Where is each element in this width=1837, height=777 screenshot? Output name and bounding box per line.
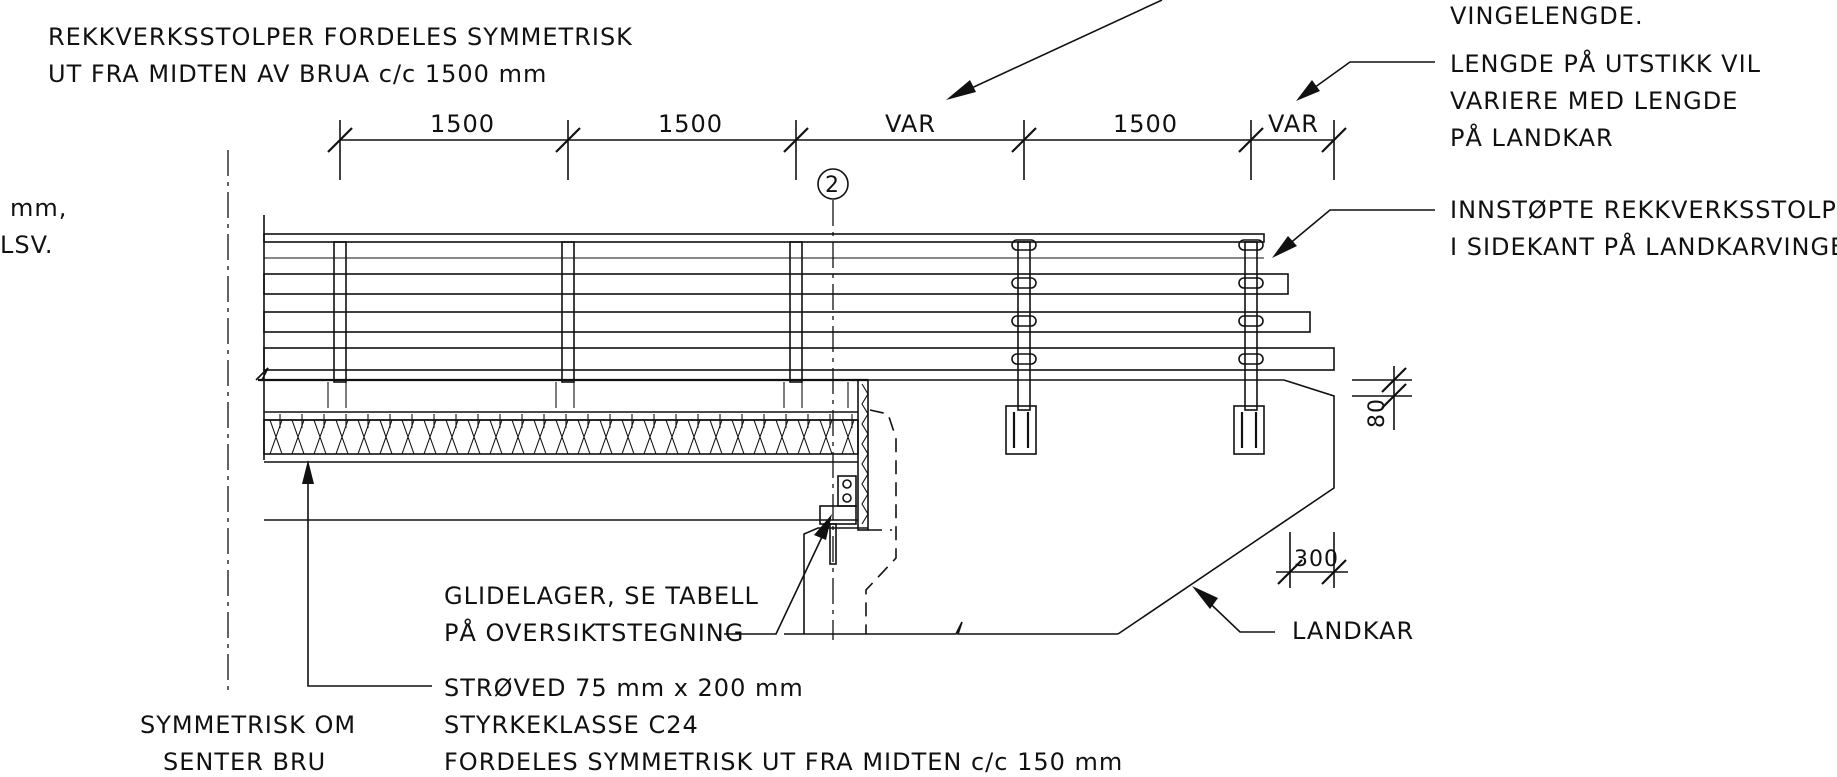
dim-1500-b: 1500 [658,110,723,138]
deck-planks [269,419,855,455]
note-deck-line2: STYRKEKLASSE C24 [444,711,699,739]
dim-80: 80 [1365,398,1390,428]
note-cast-posts-line1: INNSTØPTE REKKVERKSSTOLPER [1450,196,1837,224]
note-vinge-top: VINGELENGDE. [1450,2,1644,30]
section-marker: 2 [817,168,849,640]
note-overhang-line1: LENGDE PÅ UTSTIKK VIL [1450,49,1761,78]
note-deck-line3: FORDELES SYMMETRISK UT FRA MIDTEN c/c 15… [444,748,1123,776]
dim-1500-a: 1500 [430,110,495,138]
note-bearing-line2: PÅ OVERSIKTSTEGNING [444,618,744,647]
note-cut-left-line2: LSV. [0,231,54,259]
dimension-chain: 1500 1500 VAR 1500 VAR [327,110,1347,180]
note-cast-posts-line2: I SIDEKANT PÅ LANDKARVINGER [1450,232,1837,261]
dim-300: 300 [1294,547,1339,572]
leader-lines [302,0,1435,687]
note-post-spacing-line1: REKKVERKSSTOLPER FORDELES SYMMETRISK [48,23,633,51]
note-symmetry-line2: SENTER BRU [163,748,326,776]
bearing [819,475,857,565]
note-deck-line1: STRØVED 75 mm x 200 mm [444,674,804,702]
note-overhang-line2: VARIERE MED LENGDE [1450,87,1738,115]
handrail [263,215,1335,460]
section-number: 2 [825,173,840,198]
side-dimensions: 80 300 [1276,366,1412,588]
note-symmetry-line1: SYMMETRISK OM [140,711,356,739]
dim-1500-c: 1500 [1113,110,1178,138]
dim-var-b: VAR [1268,110,1319,138]
abutment [784,379,1335,635]
bridge-posts [333,241,803,383]
note-abutment: LANDKAR [1292,617,1414,645]
deck-arrows [279,382,853,428]
abutment-posts [1005,239,1265,455]
dim-var-a: VAR [885,110,936,138]
note-bearing-line1: GLIDELAGER, SE TABELL [444,582,759,610]
note-cut-left-line1: mm, [10,194,67,222]
note-overhang-line3: PÅ LANDKAR [1450,123,1614,152]
note-post-spacing-line2: UT FRA MIDTEN AV BRUA c/c 1500 mm [48,60,547,88]
deck [255,367,869,531]
